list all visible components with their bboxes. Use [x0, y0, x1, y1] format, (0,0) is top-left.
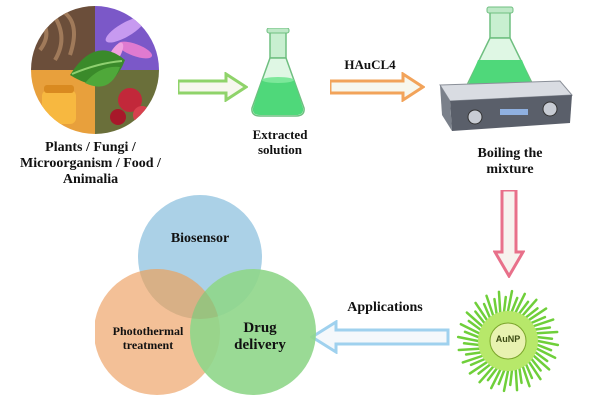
ligand-spike — [465, 311, 484, 328]
ligand-spike — [463, 330, 480, 339]
ligand-spike — [508, 369, 514, 387]
ligand-spike — [467, 319, 482, 331]
arrow-left-icon — [310, 320, 450, 354]
source-collage — [30, 5, 160, 135]
extracted-flask — [248, 28, 308, 118]
ligand-spike — [514, 292, 527, 314]
extracted-label: Extracted solution — [252, 127, 308, 157]
ligand-spike — [510, 296, 519, 313]
ligand-spike — [532, 354, 551, 371]
aunp-label: AuNP — [495, 334, 521, 344]
ligand-spike — [497, 369, 506, 386]
ligand-spike — [457, 347, 481, 352]
ligand-spike — [525, 307, 539, 319]
arrow-right-icon — [330, 72, 425, 102]
venn-photothermal: Photothermal treatment — [112, 324, 184, 352]
ligand-spike — [535, 347, 557, 360]
source-collage-image — [31, 6, 159, 134]
ligand-spike — [535, 330, 559, 335]
ligand-spike — [521, 298, 538, 317]
ligand-spike — [497, 290, 502, 314]
ligand-spike — [462, 341, 480, 347]
ligand-spike — [527, 360, 542, 381]
ligand-spike — [469, 358, 486, 367]
arrow-to-nanoparticle — [493, 190, 525, 278]
ligand-spike — [489, 368, 502, 390]
ligand-spike — [506, 289, 514, 313]
aunp-particle: AuNP — [455, 288, 561, 394]
ligand-spike — [464, 351, 482, 356]
arrow-to-heater — [330, 72, 425, 102]
arrow-down-icon — [493, 190, 525, 278]
ligand-spike — [478, 365, 495, 384]
ligand-spike — [459, 322, 481, 335]
ligand-spike — [485, 294, 495, 317]
hot-plate-with-flask — [430, 5, 580, 140]
ligand-spike — [534, 326, 552, 331]
nanoparticle-icon — [456, 289, 560, 393]
ligand-spike — [477, 363, 491, 375]
applications-label: Applications — [347, 300, 423, 315]
ligand-spike — [502, 369, 510, 393]
ligand-spike — [514, 368, 519, 392]
ligand-spike — [521, 365, 531, 388]
reagent-label: HAuCL4 — [344, 57, 396, 72]
ligand-spike — [536, 335, 554, 341]
ligand-spike — [502, 295, 508, 313]
ligand-spike — [534, 351, 549, 363]
hot-plate-icon — [439, 6, 574, 131]
ligand-spike — [461, 354, 484, 364]
ligand-spike — [530, 315, 547, 324]
ligand-spike — [532, 318, 555, 328]
venn-circles — [95, 195, 316, 395]
venn-drug-delivery: Drug delivery — [234, 320, 286, 354]
ligand-spike — [525, 363, 534, 380]
arrow-to-applications — [310, 320, 450, 354]
venn-biosensor: Biosensor — [170, 231, 230, 246]
ligand-spike — [474, 310, 486, 324]
ligand-spike — [536, 339, 560, 347]
ligand-spike — [468, 360, 489, 375]
ligand-spike — [518, 367, 523, 385]
ligand-spike — [482, 302, 491, 319]
ligand-spike — [527, 307, 548, 322]
boiling-label: Boiling the mixture — [477, 146, 543, 178]
ligand-spike — [486, 367, 498, 382]
ligand-spike — [493, 297, 498, 315]
ligand-spike — [518, 300, 530, 315]
sources-label: Plants / Fungi / Microorganism / Food / … — [20, 140, 161, 188]
ligand-spike — [530, 358, 542, 372]
ligand-spike — [456, 335, 480, 343]
ligand-spike — [536, 343, 553, 352]
flask-icon — [251, 28, 305, 117]
arrow-to-flask — [178, 72, 248, 102]
ligand-spike — [474, 301, 489, 322]
arrow-right-icon — [178, 72, 248, 102]
venn-diagram: Biosensor Photothermal treatment Drug de… — [95, 195, 320, 400]
